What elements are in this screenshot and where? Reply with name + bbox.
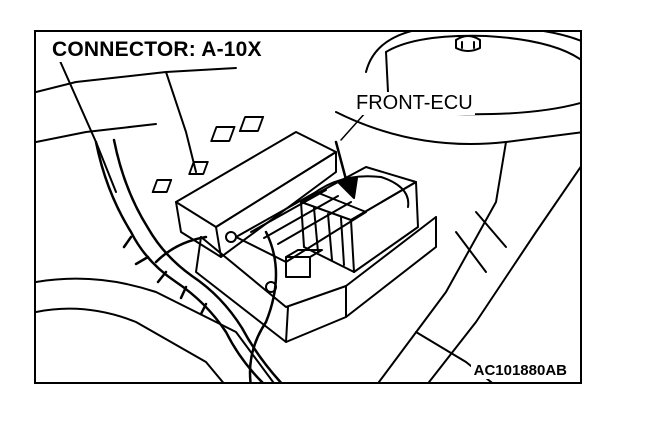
body-panels	[335, 111, 580, 382]
connector-title: CONNECTOR: A-10X	[48, 38, 266, 62]
relay-box	[151, 116, 367, 263]
figure-id: AC101880AB	[470, 362, 570, 379]
engine-bay-illustration	[36, 32, 580, 382]
front-ecu-module	[285, 166, 419, 278]
left-engine-cover	[36, 51, 275, 382]
front-ecu-label: FRONT-ECU	[354, 92, 475, 115]
callout-arrow	[334, 111, 367, 199]
wire-harness	[94, 138, 283, 382]
mounting-bracket	[195, 216, 437, 343]
diagram-frame: CONNECTOR: A-10X FRONT-ECU AC101880AB	[34, 30, 582, 384]
